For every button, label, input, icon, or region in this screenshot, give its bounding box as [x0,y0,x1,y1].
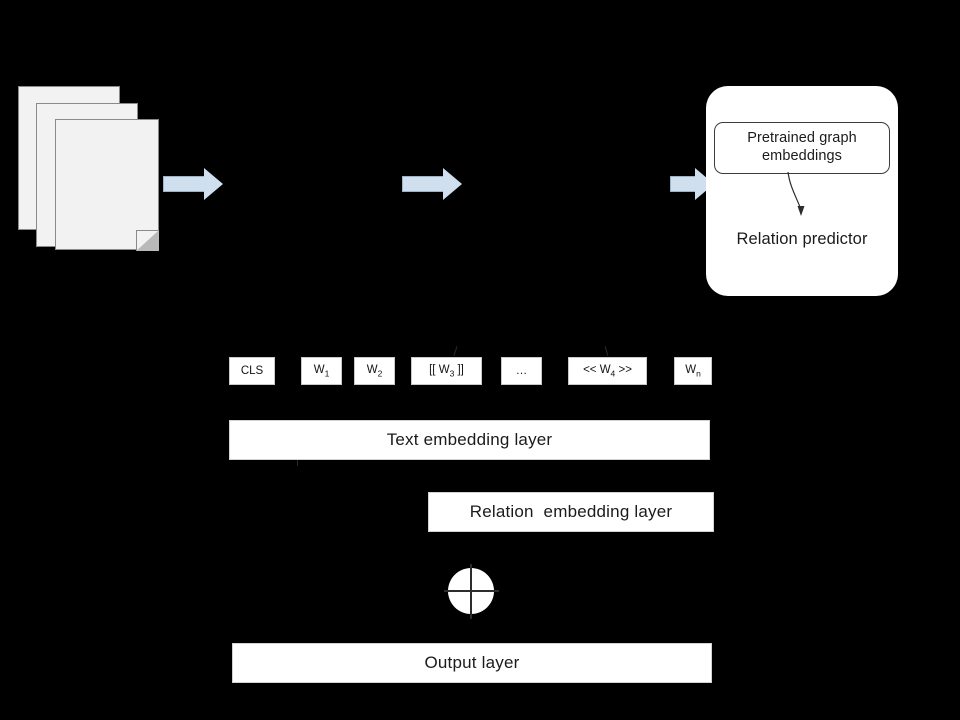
relation-embedding-layer-label: Relation embedding layer [469,502,673,521]
document-page-front [55,119,159,250]
connector-w4 [604,346,609,356]
token-w4-prefix: << W [583,363,611,376]
embeddings-label-line2: embeddings [762,148,842,164]
pretrained-graph-embeddings-label: Pretrained graph embeddings [747,130,857,165]
token-w4-sub: 4 [610,368,616,379]
pretrained-graph-embeddings-box: Pretrained graph embeddings [714,122,890,174]
connector-tick [297,460,298,466]
token-w3-entity: [[ W3 ]] [411,357,482,385]
token-wn-label: Wn [685,364,701,378]
text-embedding-layer-box: Text embedding layer [229,420,710,460]
token-w1: W1 [301,357,342,385]
token-cls: CLS [229,357,275,385]
token-w2: W2 [354,357,395,385]
arrow-3 [670,168,710,200]
arrow-1 [163,168,223,200]
token-w3-sub: 3 [449,368,455,379]
arrow-2 [402,168,462,200]
token-wn: Wn [674,357,712,385]
document-stack-icon [18,86,168,266]
token-w3-label: [[ W3 ]] [429,364,464,378]
text-embedding-layer-label: Text embedding layer [386,430,553,449]
token-ellipsis: … [501,357,542,385]
panel-down-arrow-icon [787,172,805,216]
token-wn-base: W [685,363,697,376]
token-w1-base: W [313,363,325,376]
relation-predictor-label: Relation predictor [736,230,868,248]
token-cls-label: CLS [240,365,264,377]
arrow-1-shaft [163,176,205,192]
output-layer-box: Output layer [232,643,712,683]
token-wn-sub: n [696,368,701,379]
token-w2-label: W2 [367,364,383,378]
arrow-2-shaft [402,176,444,192]
arrow-2-head [443,168,462,200]
token-w4-entity: << W4 >> [568,357,647,385]
token-w4-label: << W4 >> [583,364,632,378]
token-w3-suffix: ]] [454,363,464,376]
token-ellipsis-label: … [515,365,528,377]
token-w1-label: W1 [314,364,330,378]
connector-w3 [453,346,458,356]
embeddings-label-line1: Pretrained graph [747,130,857,147]
token-w1-sub: 1 [324,368,330,379]
arrow-1-head [204,168,223,200]
relation-embedding-layer-box: Relation embedding layer [428,492,714,532]
output-layer-label: Output layer [424,653,520,672]
arrow-3-shaft [670,176,696,192]
token-w4-suffix: >> [615,363,632,376]
token-w2-base: W [366,363,378,376]
token-w3-prefix: [[ W [429,363,450,376]
graph-module-panel [706,86,898,296]
circled-plus-horizontal [444,590,499,592]
token-w2-sub: 2 [377,368,383,379]
